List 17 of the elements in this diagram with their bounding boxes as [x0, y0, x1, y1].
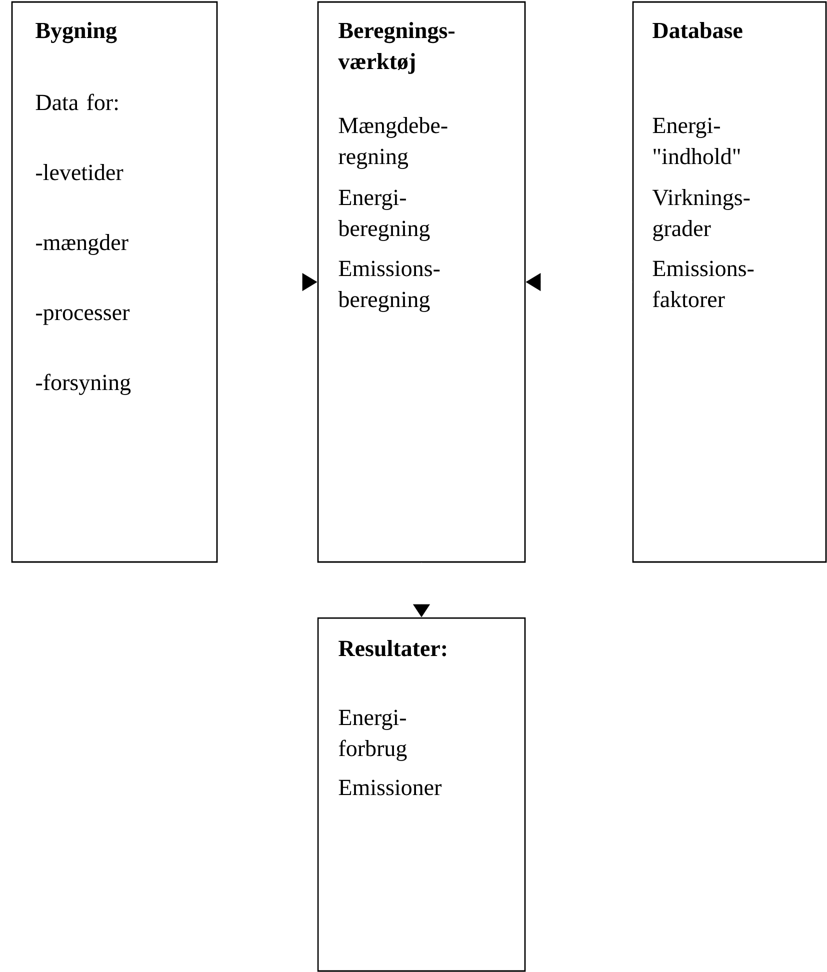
box-text: -mængder: [36, 234, 128, 255]
box-text: -levetider: [36, 164, 124, 180]
box-text: Data for:: [36, 94, 118, 110]
box-heading: Resultater:: [338, 640, 446, 656]
box-text: Virknings- grader: [652, 189, 750, 241]
box-text: Emissions- faktorer: [652, 260, 754, 308]
box-text: Emissioner: [338, 780, 442, 796]
box-text: -processer: [36, 309, 130, 325]
box-text: Energi- forbrug: [338, 710, 407, 761]
box-text: Energi- "indhold": [652, 118, 740, 164]
box-text: Emissions- beregning: [338, 260, 440, 312]
box-heading: Bygning: [36, 22, 117, 44]
box-text: -forsyning: [36, 374, 131, 395]
box-heading: Database: [652, 22, 742, 38]
box-heading: Beregnings- værktøj: [338, 22, 454, 74]
box-text: Mængdebe- regning: [338, 117, 448, 169]
box-text: Energi- beregning: [338, 190, 430, 241]
